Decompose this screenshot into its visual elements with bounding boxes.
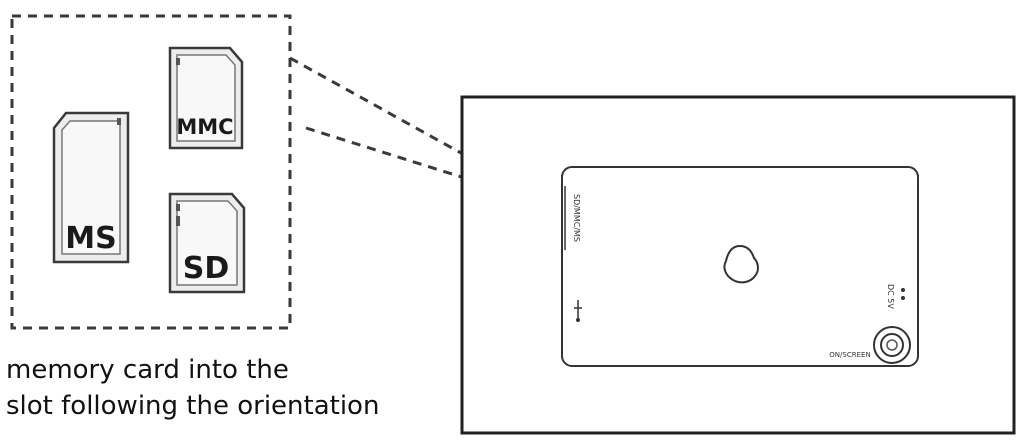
sd-card-label: SD (183, 251, 230, 286)
card-callout-box (10, 14, 292, 330)
dc-power-label: DC 5V (886, 284, 895, 309)
usb-port-icon (574, 300, 582, 322)
device-back-panel (561, 166, 919, 367)
power-jack-icon (901, 288, 905, 300)
ms-card: MS (52, 111, 130, 264)
slot-label: SD/MMC/MS (572, 194, 581, 242)
caption-line-2: slot following the orientation (6, 391, 380, 421)
sd-card: SD (168, 192, 246, 294)
mmc-card: MMC (168, 46, 244, 150)
instruction-caption: memory card into the slot following the … (6, 352, 456, 424)
dial-label: ON/SCREEN (829, 351, 870, 359)
power-dial-icon (873, 326, 911, 364)
leader-line-bottom (305, 126, 561, 210)
ms-card-label: MS (65, 221, 116, 256)
caption-line-1: memory card into the (6, 355, 289, 385)
mmc-card-label: MMC (176, 115, 233, 139)
hanging-hole (723, 244, 759, 284)
